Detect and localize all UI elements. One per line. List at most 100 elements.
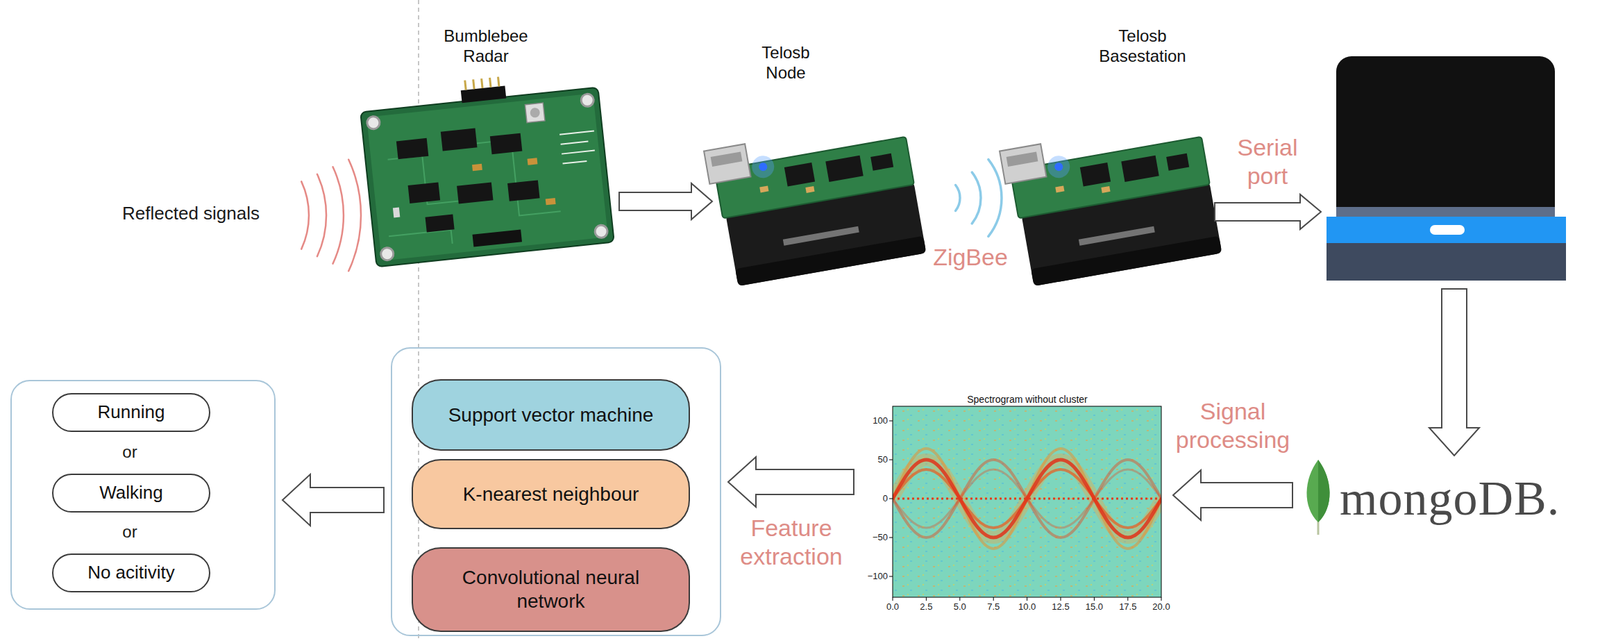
doppler-band <box>892 459 1162 538</box>
signal-wave <box>971 172 981 224</box>
signal-wave <box>955 185 960 212</box>
device-name: Bumblebee Radar <box>437 26 535 67</box>
block-arrow <box>619 183 713 220</box>
tick <box>892 596 894 601</box>
laptop-screen <box>1336 180 1555 209</box>
laptop-deck <box>1326 216 1566 243</box>
chip <box>408 181 441 203</box>
mount-hole <box>580 93 595 107</box>
case-print <box>782 226 860 246</box>
component <box>545 197 557 205</box>
wireless-link <box>955 159 1002 237</box>
doppler-trace <box>892 448 1162 549</box>
pin <box>497 76 500 87</box>
axis-tick-label: 7.5 <box>987 601 1000 613</box>
classifier-box: Convolutional neural network <box>411 546 690 632</box>
laptop-base <box>1326 242 1566 281</box>
mount-hole <box>594 224 609 239</box>
device-name: Telosb Basestation <box>1087 26 1199 67</box>
chip <box>870 153 894 171</box>
output-group: RunningWalkingNo acitivity <box>10 379 276 610</box>
component <box>392 207 400 218</box>
pin <box>488 77 492 88</box>
radar-pcb <box>358 66 615 268</box>
silk-line <box>562 161 588 164</box>
led-glow <box>750 154 777 180</box>
silk-line <box>561 150 595 155</box>
tick <box>889 420 893 422</box>
database-logo: mongoDB. <box>1299 463 1591 534</box>
doppler-trace <box>892 459 1162 538</box>
tick <box>889 459 893 461</box>
activity-box: Walking <box>52 473 211 513</box>
axis-tick-label: −100 <box>867 570 888 582</box>
divider-line <box>417 0 420 641</box>
laptop-icon <box>1326 56 1566 281</box>
logo-text: mongoDB. <box>1339 474 1560 523</box>
classifier-group: Support vector machineK-nearest neighbou… <box>390 347 722 636</box>
tick <box>1093 596 1095 601</box>
signal-label: Reflected signals <box>122 202 260 225</box>
chip <box>440 127 478 151</box>
plot-noise <box>892 406 1162 597</box>
axis-tick-label: 20.0 <box>1152 601 1170 613</box>
device-name: Telosb Node <box>751 43 821 84</box>
chip <box>1080 162 1111 187</box>
axis-tick-label: 5.0 <box>953 601 967 613</box>
silk-line <box>559 131 595 135</box>
battery-side <box>1030 236 1222 286</box>
laptop-trackpad <box>1429 224 1465 235</box>
tick <box>889 498 893 500</box>
axis-tick-label: 100 <box>872 415 888 427</box>
usb-slot <box>1006 151 1039 166</box>
chip <box>1166 153 1190 171</box>
chip <box>825 155 863 182</box>
pcb <box>360 87 615 268</box>
tick <box>993 596 995 601</box>
usb-slot <box>710 151 743 166</box>
edge-label: Serial port <box>1226 133 1309 191</box>
chip <box>396 138 429 159</box>
edge-label: ZigBee <box>930 242 1011 272</box>
leaf <box>1306 459 1330 522</box>
axis-tick-label: 50 <box>878 453 888 466</box>
pin <box>463 79 467 90</box>
leaf-half <box>1318 459 1330 522</box>
wave-arc <box>301 181 309 249</box>
tick <box>1127 596 1128 601</box>
spectrogram-plot <box>889 406 1162 601</box>
base-station: Telosb Basestation <box>1020 24 1210 276</box>
axis-tick-label: 12.5 <box>1051 601 1069 613</box>
silk-line <box>560 141 589 145</box>
block-arrow <box>1214 194 1321 230</box>
wave-arc <box>348 159 361 272</box>
activity-name: No acitivity <box>87 561 175 584</box>
radar-board: Bumblebee Radar <box>362 24 613 275</box>
activity-name: Walking <box>99 481 164 504</box>
axis-tick-label: 0.0 <box>886 601 899 613</box>
block-arrow <box>282 474 384 526</box>
mongodb-leaf <box>1306 459 1330 535</box>
usb-plug <box>999 143 1047 184</box>
plot-title: Spectrogram without cluster <box>966 393 1088 406</box>
activity-box: No acitivity <box>52 553 211 593</box>
pin <box>480 78 484 89</box>
wave-arc <box>317 174 327 257</box>
reflected-waves <box>301 159 361 272</box>
laptop <box>1326 56 1566 281</box>
axis-tick-label: 10.0 <box>1018 601 1036 613</box>
plot-frame <box>892 406 1162 597</box>
signal-wave <box>988 159 1002 237</box>
laptop-hinge <box>1336 206 1555 217</box>
component <box>805 186 815 193</box>
tick <box>1060 596 1062 601</box>
axis-tick-label: 15.0 <box>1085 601 1103 613</box>
component <box>1100 186 1110 193</box>
component <box>759 185 769 193</box>
mount-hole <box>380 247 395 261</box>
button-cap <box>529 107 541 119</box>
component <box>472 163 483 171</box>
led <box>758 161 768 172</box>
led <box>1053 161 1064 172</box>
